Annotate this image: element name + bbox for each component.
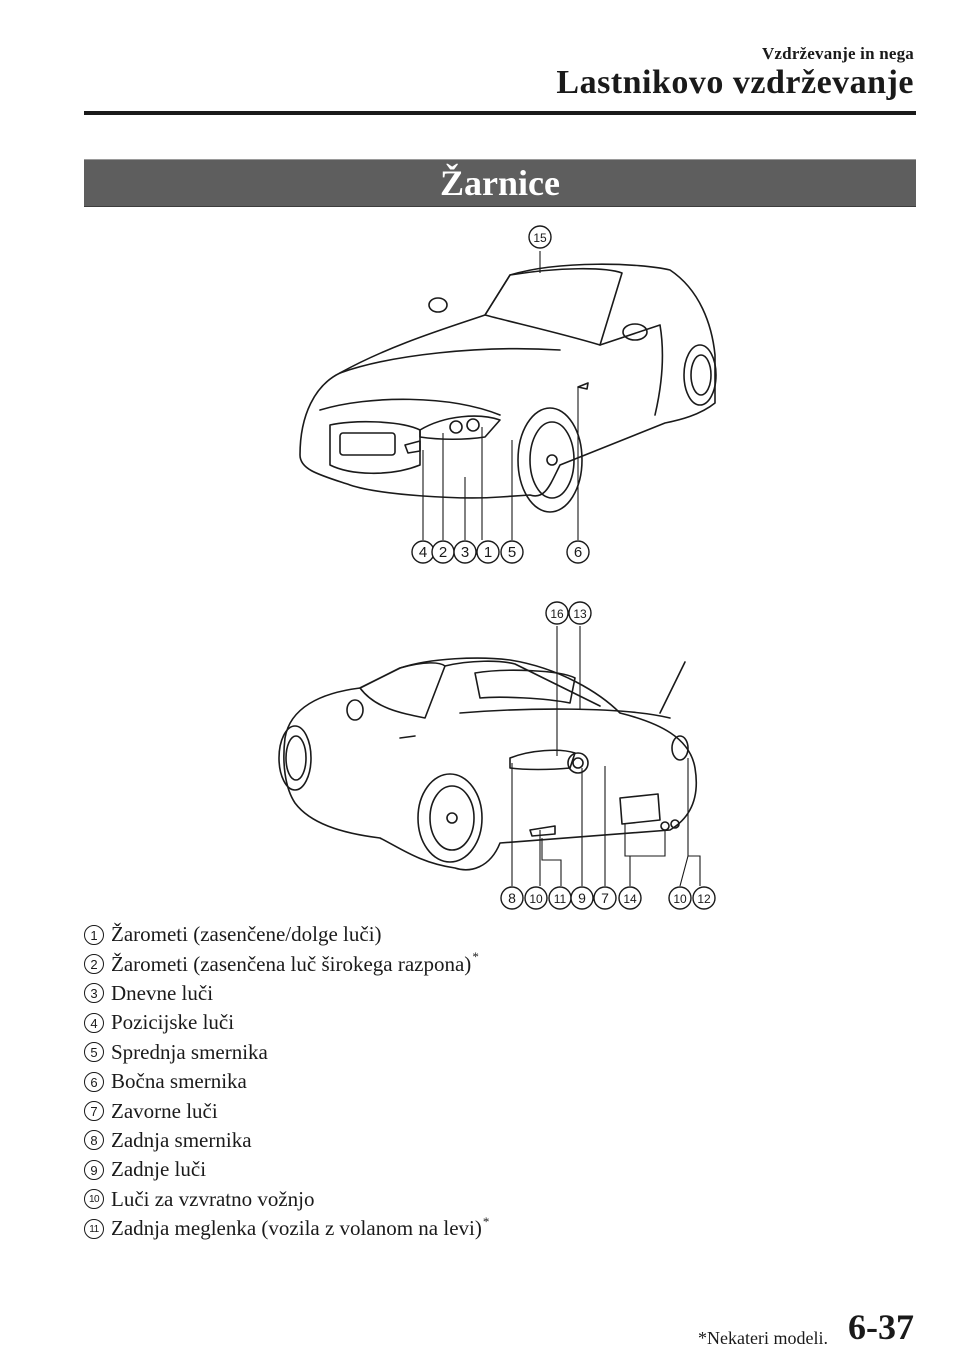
legend-number: 7 (84, 1101, 104, 1122)
legend-item: 9 Zadnje luči (84, 1155, 784, 1184)
legend-item: 11 Zadnja meglenka (vozila z volanom na l… (84, 1214, 784, 1243)
rear-car-figure: 16 13 8 10 11 9 7 14 10 12 (260, 598, 740, 916)
legend-text: Pozicijske luči (111, 1010, 235, 1035)
legend-number: 4 (84, 1012, 104, 1033)
footnote-marker: * (472, 949, 479, 965)
callout-10: 10 (529, 892, 543, 906)
legend-number: 5 (84, 1042, 104, 1063)
callout-2: 2 (439, 544, 447, 561)
legend-text: Žarometi (zasenčene/dolge luči) (111, 922, 382, 947)
legend-item: 6 Bočna smernika (84, 1067, 784, 1096)
callout-7: 7 (601, 890, 609, 906)
callout-8: 8 (508, 890, 516, 906)
legend-number: 2 (84, 954, 104, 975)
legend-text: Luči za vzvratno vožnjo (111, 1186, 315, 1211)
legend-text: Bočna smernika (111, 1069, 247, 1094)
legend-item: 7 Zavorne luči (84, 1096, 784, 1125)
legend-item: 10 Luči za vzvratno vožnjo (84, 1185, 784, 1214)
footnote: *Nekateri modeli. (698, 1328, 828, 1348)
legend-text: Žarometi (zasenčena luč širokega razpona… (111, 951, 472, 976)
page-title: Lastnikovo vzdrževanje (556, 64, 914, 101)
front-car-figure: 15 4 2 3 1 5 6 (260, 215, 730, 575)
callout-13: 13 (573, 607, 587, 621)
legend-text: Zavorne luči (111, 1098, 218, 1123)
legend-item: 2 Žarometi (zasenčena luč širokega razpon… (84, 949, 784, 978)
page-number: 6-37 (848, 1307, 914, 1347)
legend-number: 10 (84, 1189, 104, 1210)
legend-item: 5 Sprednja smernika (84, 1038, 784, 1067)
callout-3: 3 (461, 544, 469, 561)
legend-item: 3 Dnevne luči (84, 979, 784, 1008)
legend-number: 3 (84, 983, 104, 1004)
legend-number: 6 (84, 1071, 104, 1092)
legend-item: 1 Žarometi (zasenčene/dolge luči) (84, 920, 784, 949)
callout-15: 15 (533, 231, 547, 245)
callout-4: 4 (419, 544, 427, 561)
section-banner: Žarnice (84, 159, 916, 207)
legend-item: 8 Zadnja smernika (84, 1126, 784, 1155)
legend-text: Zadnja meglenka (vozila z volanom na lev… (111, 1216, 482, 1241)
legend-number: 9 (84, 1159, 104, 1180)
legend-number: 11 (84, 1218, 104, 1239)
callout-10b: 10 (673, 892, 687, 906)
callout-9: 9 (578, 890, 586, 906)
legend-text: Dnevne luči (111, 980, 214, 1005)
section-subtitle: Vzdrževanje in nega (761, 44, 914, 63)
callout-1: 1 (484, 544, 492, 561)
footnote-marker: * (482, 1213, 490, 1229)
callout-6: 6 (574, 544, 582, 561)
legend-text: Zadnja smernika (111, 1127, 252, 1152)
callout-12: 12 (697, 892, 711, 906)
callout-14: 14 (623, 892, 637, 906)
header-divider (84, 111, 916, 115)
legend-text: Zadnje luči (111, 1157, 207, 1182)
legend-number: 8 (84, 1130, 104, 1151)
bulb-legend: 1 Žarometi (zasenčene/dolge luči) 2 Žarome… (84, 920, 784, 1243)
callout-11: 11 (554, 892, 567, 906)
callout-16: 16 (550, 607, 564, 621)
callout-5: 5 (508, 544, 516, 561)
legend-number: 1 (84, 924, 104, 945)
legend-item: 4 Pozicijske luči (84, 1008, 784, 1037)
legend-text: Sprednja smernika (111, 1039, 268, 1064)
